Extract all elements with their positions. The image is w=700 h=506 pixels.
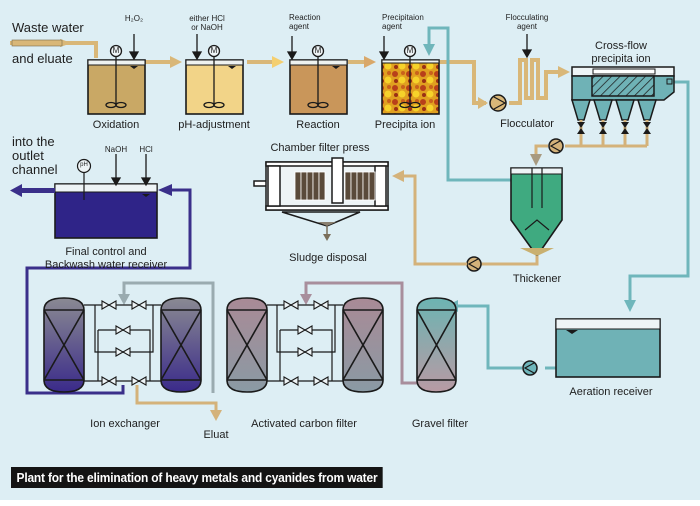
reagent-hcl-naoh-line2: or NaOH: [191, 23, 223, 33]
thickener: [510, 167, 563, 258]
level-marks: [130, 66, 340, 69]
reagent-reaction-agent: Reaction agent: [289, 13, 321, 31]
label-ph-adjustment: pH-adjustment: [178, 119, 250, 131]
ion-column-left: [43, 297, 85, 393]
motor-symbol-precip: M: [406, 46, 414, 55]
label-chamber-filter-press: Chamber filter press: [270, 142, 370, 154]
agitators: [105, 44, 421, 109]
inlet-label-line2: and eluate: [12, 51, 73, 66]
agitator-precip: [399, 44, 421, 109]
reagent-flocculating-agent: Flocculating agent: [506, 13, 549, 31]
gravel-filter-column: [416, 297, 457, 393]
ion-column-right: [160, 297, 202, 393]
gray-line: [122, 281, 215, 393]
reagent-precip-line2: agent: [382, 22, 403, 32]
label-cross-flow-line1: Cross-flow: [595, 40, 647, 52]
reagent-reaction-line1: Reaction: [289, 13, 321, 22]
label-cross-flow-line2: precipita ion: [591, 52, 651, 65]
process-line: [10, 41, 560, 105]
carbon-filter-manifold: [267, 304, 343, 382]
sludge-valves: [565, 120, 651, 148]
eluat-line: [135, 385, 222, 421]
arrow-to-carbon-filter: [300, 294, 312, 305]
sludge-pump-thickener: [530, 138, 564, 166]
final-control-line1: Final control and: [65, 246, 147, 258]
cross-flow-precipitator: [570, 66, 675, 121]
backwash-line: [25, 188, 192, 395]
sludge-disposal-arrow: [323, 226, 331, 241]
arrow-return-precip: [423, 44, 435, 56]
reagent-precip-line1: Precipitaion: [382, 13, 424, 22]
motor-symbol-reaction: M: [314, 46, 322, 55]
ph-sensor-symbol: pH: [80, 162, 88, 168]
label-flocculator: Flocculator: [500, 118, 554, 130]
thickener-overflow-return: [427, 26, 513, 182]
flocculator-coil: [509, 58, 560, 105]
label-reaction: Reaction: [296, 119, 340, 131]
reagent-reaction-line2: agent: [289, 22, 310, 32]
label-thickener: Thickener: [512, 273, 562, 285]
carbon-column-left: [226, 297, 268, 393]
dosing-arrows: [128, 34, 533, 61]
label-final-control: Final control and Backwash water receive…: [45, 246, 167, 271]
label-aeration-receiver: Aeration receiver: [569, 386, 653, 398]
agitator-reaction: [307, 44, 329, 109]
motor-symbol-ph: M: [210, 46, 218, 55]
reagent-hcl-naoh: either HCl or NaOH: [189, 14, 225, 32]
diagram-caption: Plant for the elimination of heavy metal…: [11, 467, 383, 488]
final-control-line2: Backwash water receiver: [44, 258, 168, 271]
reagent-floc-line1: Flocculating: [505, 13, 549, 22]
label-sludge-disposal: Sludge disposal: [289, 252, 367, 264]
mauve-line: [304, 281, 417, 385]
label-cross-flow: Cross-flow precipita ion: [591, 40, 650, 65]
agitator-oxidation: [105, 44, 127, 109]
outlet-line1: into the: [12, 134, 55, 149]
aeration-pump: [522, 360, 538, 376]
label-eluat: Eluat: [203, 429, 229, 441]
final-dosing-arrows: [110, 154, 152, 187]
inlet-label-line1: Waste water: [12, 20, 84, 35]
label-precipitation: Precipita ion: [374, 119, 436, 131]
pump-to-gravel: [456, 304, 522, 370]
arrow-to-final-control: [158, 184, 172, 196]
reagent-naoh: NaOH: [104, 145, 128, 154]
arrow-to-ion-exchanger: [118, 294, 130, 305]
final-control-tank: [54, 158, 158, 239]
arrow-to-aeration: [624, 300, 636, 312]
reagent-h2o2: H₂O₂: [124, 14, 144, 23]
outlet-line3: channel: [12, 162, 58, 177]
reagent-hcl-naoh-line1: either HCl: [189, 14, 225, 23]
agitator-ph: [203, 44, 225, 109]
aeration-receiver: [555, 318, 661, 378]
reagent-precipitation-agent: Precipitaion agent: [382, 13, 424, 31]
label-activated-carbon-filter: Activated carbon filter: [251, 418, 357, 430]
crossflow-to-aeration: [628, 80, 690, 305]
ion-exchanger-columns: [43, 297, 202, 393]
chamber-filter-press: [253, 157, 389, 227]
reagent-hcl: HCl: [139, 145, 153, 154]
sludge-line-press: [392, 170, 539, 272]
label-oxidation: Oxidation: [92, 119, 140, 131]
label-outlet-channel: into the outlet channel: [12, 135, 58, 177]
label-gravel-filter: Gravel filter: [411, 418, 469, 430]
outlet-arrow: [10, 184, 55, 197]
manifold-valves: [101, 300, 329, 386]
carbon-column-right: [342, 297, 384, 393]
label-ion-exchanger: Ion exchanger: [90, 418, 160, 430]
ion-exchanger-manifold: [84, 304, 161, 382]
flocculator-pump: [489, 94, 507, 112]
motor-symbol-oxidation: M: [112, 46, 120, 55]
flow-arrows: [11, 39, 570, 109]
water-line: [427, 26, 690, 370]
outlet-line2: outlet: [12, 148, 44, 163]
reagent-floc-line2: agent: [516, 22, 538, 32]
carbon-filter-columns: [226, 297, 384, 393]
